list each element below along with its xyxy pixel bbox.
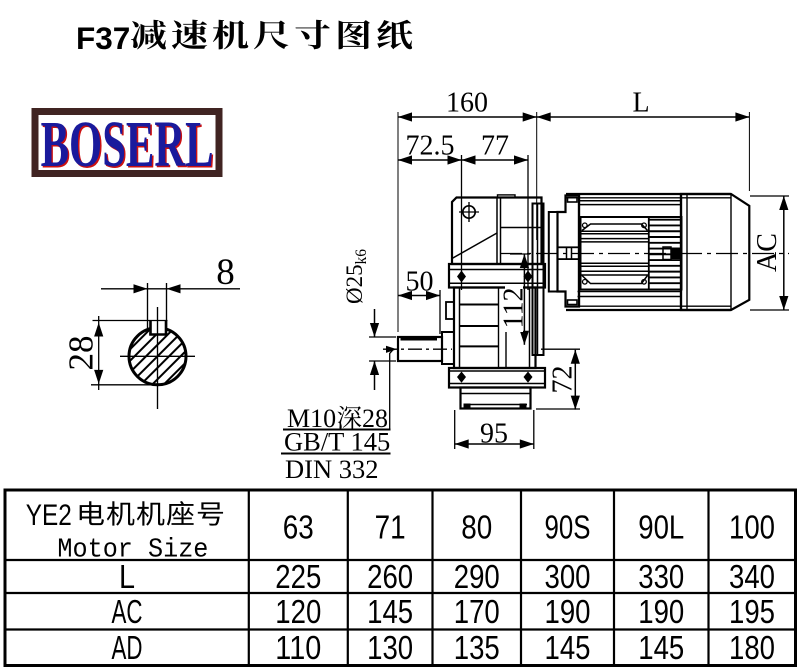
- svg-text:k6: k6: [353, 249, 370, 265]
- svg-text:63: 63: [283, 509, 314, 546]
- svg-text:71: 71: [375, 509, 406, 546]
- svg-text:BOSERL: BOSERL: [41, 109, 214, 181]
- svg-text:80: 80: [461, 509, 492, 546]
- svg-text:95: 95: [480, 419, 508, 450]
- svg-text:100: 100: [729, 509, 775, 546]
- svg-text:290: 290: [454, 558, 500, 595]
- svg-text:112: 112: [499, 288, 530, 329]
- svg-text:8: 8: [216, 252, 235, 293]
- svg-text:AD: AD: [112, 629, 143, 666]
- svg-text:160: 160: [446, 88, 488, 119]
- svg-text:GB/T 145: GB/T 145: [284, 427, 390, 457]
- svg-text:90S: 90S: [545, 509, 591, 546]
- svg-text:190: 190: [545, 593, 591, 630]
- svg-text:145: 145: [638, 629, 684, 666]
- svg-text:190: 190: [638, 593, 684, 630]
- svg-text:YE2: YE2: [26, 499, 72, 532]
- svg-text:BOSERL: BOSERL: [42, 111, 215, 183]
- svg-text:180: 180: [729, 629, 775, 666]
- svg-text:DIN 332: DIN 332: [285, 454, 378, 484]
- svg-text:Ø25: Ø25: [342, 264, 367, 304]
- svg-text:330: 330: [638, 558, 684, 595]
- svg-text:L: L: [632, 88, 649, 119]
- svg-text:AC: AC: [112, 593, 143, 630]
- svg-text:F37: F37: [76, 20, 130, 56]
- svg-text:L: L: [119, 558, 135, 595]
- svg-text:72.5: 72.5: [406, 131, 455, 162]
- svg-text:145: 145: [367, 593, 413, 630]
- svg-text:340: 340: [729, 558, 775, 595]
- svg-text:AC: AC: [752, 233, 783, 272]
- svg-text:28: 28: [362, 404, 388, 433]
- svg-text:300: 300: [545, 558, 591, 595]
- svg-text:145: 145: [545, 629, 591, 666]
- svg-text:225: 225: [275, 558, 321, 595]
- svg-text:77: 77: [481, 131, 509, 162]
- svg-text:170: 170: [454, 593, 500, 630]
- svg-text:50: 50: [406, 267, 434, 298]
- svg-text:130: 130: [367, 629, 413, 666]
- svg-text:110: 110: [275, 629, 321, 666]
- svg-text:90L: 90L: [638, 509, 684, 546]
- svg-text:Motor Size: Motor Size: [57, 536, 208, 566]
- svg-text:28: 28: [62, 336, 101, 371]
- svg-text:M10: M10: [287, 404, 336, 433]
- svg-text:260: 260: [367, 558, 413, 595]
- svg-text:120: 120: [275, 593, 321, 630]
- svg-text:72: 72: [548, 366, 579, 394]
- svg-text:135: 135: [454, 629, 500, 666]
- svg-text:195: 195: [729, 593, 775, 630]
